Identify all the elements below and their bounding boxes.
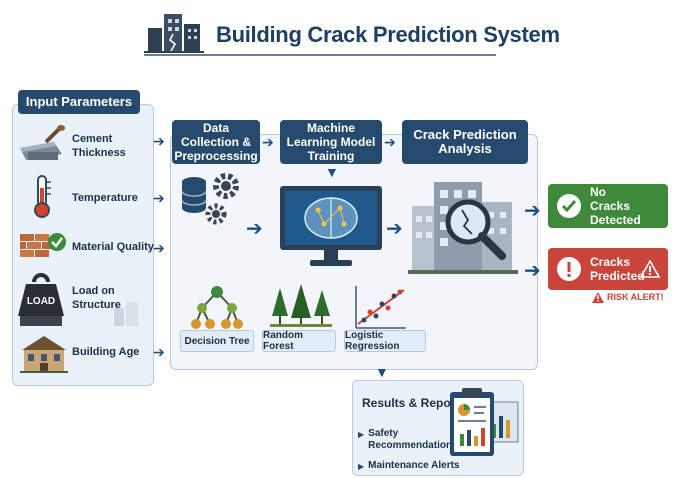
check-circle-icon: [557, 194, 581, 218]
title-block: Building Crack Prediction System: [140, 8, 560, 56]
small-building-icon: [114, 302, 138, 326]
results-bullet-text: Safety Recommendations: [368, 428, 458, 451]
algo-logistic-regression: Logistic Regression: [344, 330, 426, 352]
input-item-building-age: Building Age: [72, 346, 140, 358]
input-item-material-quality: Material Quality: [72, 241, 154, 253]
warning-triangle-icon: [640, 260, 660, 278]
arrow-right-icon: ➔: [524, 260, 541, 282]
input-panel-header: Input Parameters: [18, 90, 140, 114]
bullet-arrow-icon: ▶: [358, 430, 365, 439]
input-item-temperature: Temperature: [72, 192, 138, 204]
bricks-check-icon: [20, 233, 66, 257]
arrow-right-icon: ➔: [153, 190, 165, 206]
building-magnifier-icon: [408, 182, 518, 274]
arrow-right-icon: ➔: [386, 218, 403, 240]
results-bullet-1: ▶ Safety Recommendations: [358, 428, 458, 452]
bullet-arrow-icon: ▶: [358, 462, 365, 471]
forest-icon: [270, 284, 332, 327]
arrow-down-icon: ▼: [325, 164, 339, 180]
load-weight-text: LOAD: [26, 296, 56, 307]
arrow-right-icon: ➔: [153, 133, 165, 149]
scatter-plot-icon: [355, 286, 406, 329]
page-title: Building Crack Prediction System: [216, 22, 560, 47]
thermometer-icon: [34, 175, 51, 218]
input-item-cement-thickness: Cement Thickness: [72, 133, 126, 159]
alert-triangle-icon: [592, 291, 604, 303]
title-divider: [144, 54, 496, 56]
warning-circle-icon: [557, 257, 581, 281]
results-bullet-text: Maintenance Alerts: [368, 460, 460, 471]
risk-alert-badge: RISK ALERT!: [592, 290, 664, 304]
monitor-brain-icon: [280, 186, 382, 266]
arrow-down-icon: ▼: [375, 364, 389, 380]
old-building-icon: [20, 336, 68, 373]
arrow-right-icon: ➔: [524, 200, 541, 222]
clipboard-report-icon: [450, 388, 519, 456]
step-data-collection: Data Collection & Preprocessing: [172, 120, 260, 164]
step-crack-analysis: Crack Prediction Analysis: [402, 120, 528, 164]
arrow-right-icon: ➔: [384, 134, 396, 150]
results-header: Results & Reports: [362, 396, 467, 410]
risk-alert-text: RISK ALERT!: [607, 292, 664, 302]
weight-load-icon: [18, 273, 64, 326]
arrow-right-icon: ➔: [246, 218, 263, 240]
outcome-cracks: Cracks Predicted: [548, 248, 668, 290]
outcome-cracks-label: Cracks Predicted: [590, 255, 645, 283]
algo-random-forest: Random Forest: [262, 330, 336, 352]
arrow-right-icon: ➔: [153, 344, 165, 360]
buildings-logo-icon: [144, 14, 204, 53]
outcome-no-cracks-label: No Cracks Detected: [590, 185, 641, 227]
arrow-right-icon: ➔: [262, 134, 274, 150]
tree-diagram-icon: [191, 286, 243, 329]
arrow-right-icon: ➔: [153, 240, 165, 256]
results-bullet-2: ▶ Maintenance Alerts: [358, 460, 459, 472]
input-item-load-on-structure: Load on Structure: [72, 285, 121, 311]
step-model-training: Machine Learning Model Training: [280, 120, 382, 164]
algo-decision-tree: Decision Tree: [180, 330, 254, 352]
outcome-no-cracks: No Cracks Detected: [548, 184, 668, 228]
trowel-icon: [20, 125, 65, 160]
database-gears-icon: [181, 173, 239, 225]
